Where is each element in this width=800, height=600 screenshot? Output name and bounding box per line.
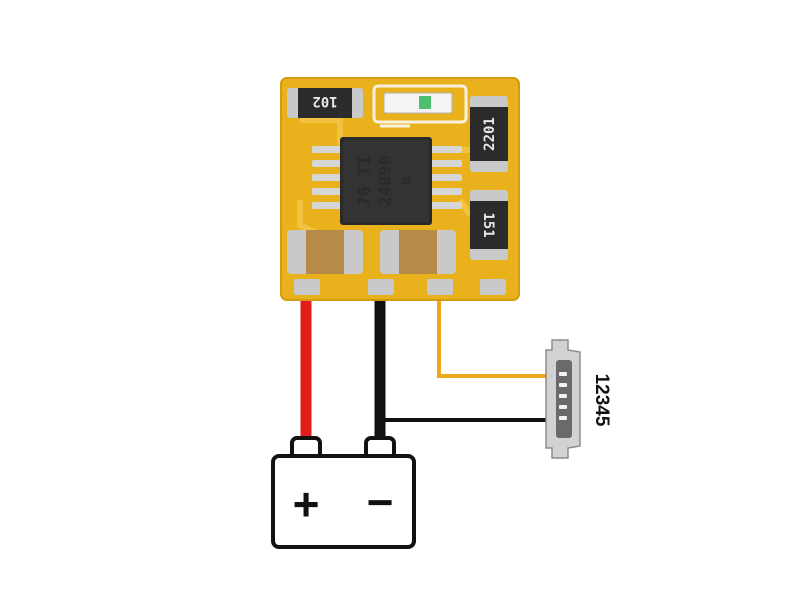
wires [300,292,552,448]
capacitor-left [287,230,363,274]
resistor-102: 102 [287,88,363,118]
charger-ic: 76 TI 24090 a [340,137,432,225]
resistor-2201-label: 2201 [482,117,498,151]
resistor-102-label: 102 [312,93,337,109]
ic-pins-right [428,146,462,209]
resistor-151-label: 151 [480,212,496,237]
pad-unused [480,279,506,295]
solder-pads [294,279,506,295]
battery: + − [271,436,416,549]
pad-negative [368,279,394,295]
usb-pins [559,372,567,420]
led [372,84,468,128]
capacitor-right [380,230,456,274]
pad-signal [427,279,453,295]
pad-positive [294,279,320,295]
ic-marking-line1: 76 TI [355,155,375,206]
resistor-151: 151 [470,190,508,260]
pcb-trace [457,198,473,217]
usb-cavity [556,360,572,438]
battery-plus-symbol: + [293,478,320,530]
resistor-2201: 2201 [470,96,508,172]
battery-minus-symbol: − [367,476,394,528]
ic-pins-left [312,146,346,209]
signal-wire-to-usb [437,292,552,378]
ic-marking-line3: a [397,176,415,185]
pcb-trace [300,117,343,145]
battery-body [271,454,416,549]
ic-marking-line2: 24090 [376,155,396,206]
micro-usb-connector: 12345 [545,339,612,459]
charger-pcb: 102 2201 151 [280,77,520,301]
usb-pin-numbers: 12345 [591,374,612,427]
